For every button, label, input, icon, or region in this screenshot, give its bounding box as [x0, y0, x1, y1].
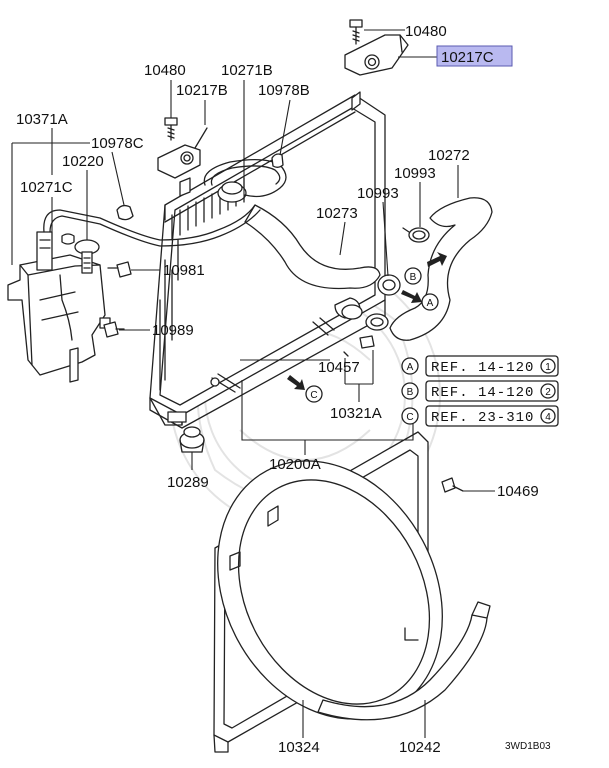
label-10217b: 10217B [176, 82, 228, 99]
reservoir-tank [7, 231, 111, 383]
ref-text-a: REF. 14-120 [431, 360, 534, 376]
label-10220: 10220 [62, 153, 104, 170]
radiator-core [149, 91, 386, 429]
fan-shroud-10324 [213, 431, 443, 753]
reference-list: A REF. 14-120 1 B REF. 14-120 2 C REF. 2… [401, 355, 559, 427]
bracket-10217b [157, 127, 208, 179]
label-10989: 10989 [152, 322, 194, 339]
label-10217c: 10217C [441, 49, 494, 66]
label-10993-b: 10993 [357, 185, 399, 202]
svg-text:A: A [427, 298, 434, 309]
ref-row-b: B REF. 14-120 2 [401, 380, 559, 402]
label-10480-left: 10480 [144, 62, 186, 79]
clip-10978b [271, 153, 284, 168]
mount-cushion-10289 [179, 426, 205, 453]
label-10469: 10469 [497, 483, 539, 500]
arrow-marker-c [287, 375, 305, 390]
label-10242: 10242 [399, 739, 441, 756]
svg-text:B: B [410, 272, 417, 283]
svg-text:A: A [407, 362, 414, 373]
bolt-10480-top [349, 19, 363, 45]
outlet-pipe [341, 304, 363, 320]
svg-text:C: C [406, 412, 413, 423]
marker-c: C [305, 385, 323, 403]
label-10289: 10289 [167, 474, 209, 491]
ref-text-b: REF. 14-120 [431, 385, 534, 401]
ref-row-c: C REF. 23-310 4 [401, 405, 559, 427]
leader-lines [11, 29, 495, 738]
label-10993-a: 10993 [394, 165, 436, 182]
label-10271b: 10271B [221, 62, 273, 79]
label-10371a: 10371A [16, 111, 68, 128]
label-10324: 10324 [278, 739, 320, 756]
bolt-10480-left [164, 117, 178, 141]
svg-text:4: 4 [545, 412, 551, 423]
svg-text:2: 2 [545, 387, 551, 398]
label-10457: 10457 [318, 359, 360, 376]
bolt-10469 [441, 477, 464, 493]
label-10981: 10981 [163, 262, 205, 279]
clip-10978c [116, 204, 134, 221]
label-10480-top: 10480 [405, 23, 447, 40]
svg-text:C: C [310, 390, 317, 401]
bolt-10981 [107, 261, 132, 278]
arrow-marker-b [427, 252, 447, 267]
marker-b: B [404, 267, 422, 285]
label-10978c: 10978C [91, 135, 144, 152]
hose-clamp-lower [377, 274, 401, 296]
highlight-10217c [436, 45, 513, 67]
hose-clamp-outlet [365, 313, 389, 331]
lower-shroud-10242 [317, 601, 491, 721]
ref-text-c: REF. 23-310 [431, 410, 534, 426]
drain-cock-10457 [343, 335, 375, 357]
hose-clamp-upper [402, 227, 430, 243]
label-10273: 10273 [316, 205, 358, 222]
label-10978b: 10978B [258, 82, 310, 99]
svg-text:B: B [407, 387, 414, 398]
marker-a: A [421, 293, 439, 311]
ref-row-a: A REF. 14-120 1 [401, 355, 559, 377]
label-10200a: 10200A [269, 456, 321, 473]
upper-hose [244, 204, 381, 290]
arrow-marker-a [401, 290, 422, 303]
lower-hose [389, 197, 493, 341]
label-10272: 10272 [428, 147, 470, 164]
svg-text:1: 1 [545, 362, 551, 373]
bracket-10217c [344, 34, 409, 76]
label-10271c: 10271C [20, 179, 73, 196]
label-10321a: 10321A [330, 405, 382, 422]
bolt-10989 [103, 321, 125, 338]
diagram-code: 3WD1B03 [505, 741, 551, 752]
